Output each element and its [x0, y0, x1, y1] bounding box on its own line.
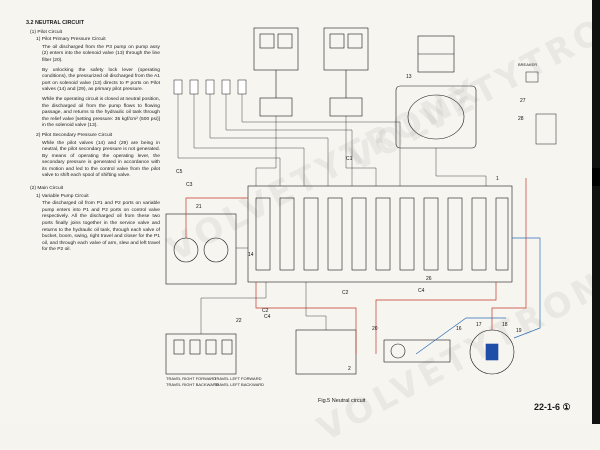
pilot-secondary-paragraph: While the pilot valves (14) and (29) are…	[42, 140, 160, 179]
pilot-lines-black	[177, 94, 487, 334]
label-c2: C2	[342, 290, 349, 296]
label-c3: C3	[186, 182, 193, 188]
pressure-lines-red	[185, 178, 527, 354]
label-travel-right-back: TRAVEL RIGHT BACKWARD	[166, 382, 219, 387]
pilot-secondary-heading: 2) Pilot Secondary Pressure Circuit	[36, 132, 113, 138]
label-travel-left-fwd: TRAVEL LEFT FORWARD	[214, 376, 262, 381]
chapter-tab	[592, 168, 600, 186]
control-valve-bank	[247, 185, 513, 283]
return-lines-blue	[415, 237, 541, 355]
label-1: 1	[496, 176, 499, 182]
label-22: 22	[236, 318, 242, 324]
label-26: 26	[426, 276, 432, 282]
pilot-primary-paragraph-2: By unlocking the safety lock lever (oper…	[42, 67, 160, 93]
top-small-valves	[173, 79, 247, 95]
label-c4: C4	[418, 288, 425, 294]
variable-pump-heading: 1) Variable Pump Circuit	[36, 193, 89, 199]
label-c2-bottom: C2	[262, 308, 269, 314]
label-19: 19	[516, 328, 522, 334]
pump-assy	[295, 329, 515, 375]
swing-motors	[165, 213, 237, 285]
label-20: 20	[372, 326, 378, 332]
pilot-valve-left	[253, 27, 299, 117]
page-number: 22-1-6 ①	[534, 402, 571, 413]
label-c5: C5	[176, 169, 183, 175]
hydraulic-circuit-diagram: BREAKER	[165, 27, 557, 387]
label-17: 17	[476, 322, 482, 328]
pilot-circuit-heading: (1) Pilot Circuit	[30, 29, 63, 35]
label-c1: C1	[346, 156, 353, 162]
manual-page: VOLVETYTRONX VOLVETYTRONX VOLVETYTRONX 3…	[26, 0, 600, 450]
label-14: 14	[248, 252, 254, 258]
pilot-valve-right	[323, 27, 369, 117]
section-heading: 3.2 NEUTRAL CIRCUIT	[26, 20, 85, 26]
page-number-mark: ①	[562, 402, 571, 412]
label-27: 27	[520, 98, 526, 104]
page-edge	[592, 0, 600, 424]
pilot-primary-paragraph-1: The oil discharged from the P3 pump on p…	[42, 44, 160, 63]
label-21: 21	[196, 204, 202, 210]
label-16: 16	[456, 326, 462, 332]
label-2: 2	[348, 366, 351, 372]
label-c4-bottom: C4	[264, 314, 271, 320]
page-number-text: 22-1-6	[534, 402, 561, 412]
variable-pump-paragraph: The discharged oil from P1 and P2 ports …	[42, 201, 160, 253]
label-18: 18	[502, 322, 508, 328]
label-13: 13	[406, 74, 412, 80]
pilot-primary-heading: 1) Pilot Primary Pressure Circuit	[36, 37, 106, 43]
breaker-unit	[525, 71, 557, 145]
breaker-label: BREAKER	[518, 62, 537, 67]
label-travel-left-back: TRAVEL LEFT BACKWARD	[214, 382, 264, 387]
pilot-primary-paragraph-3: While the operating circuit is closed at…	[42, 96, 160, 129]
label-travel-right-fwd: TRAVEL RIGHT FORWARD	[166, 376, 216, 381]
solenoid-valve-13	[395, 35, 477, 149]
label-28: 28	[518, 116, 524, 122]
main-circuit-heading: (2) Main Circuit	[30, 186, 64, 192]
travel-pilot-valves	[165, 333, 237, 375]
text-column: 3.2 NEUTRAL CIRCUIT (1) Pilot Circuit 1)…	[26, 20, 160, 257]
figure-caption: Fig.5 Neutral circuit	[318, 398, 366, 404]
